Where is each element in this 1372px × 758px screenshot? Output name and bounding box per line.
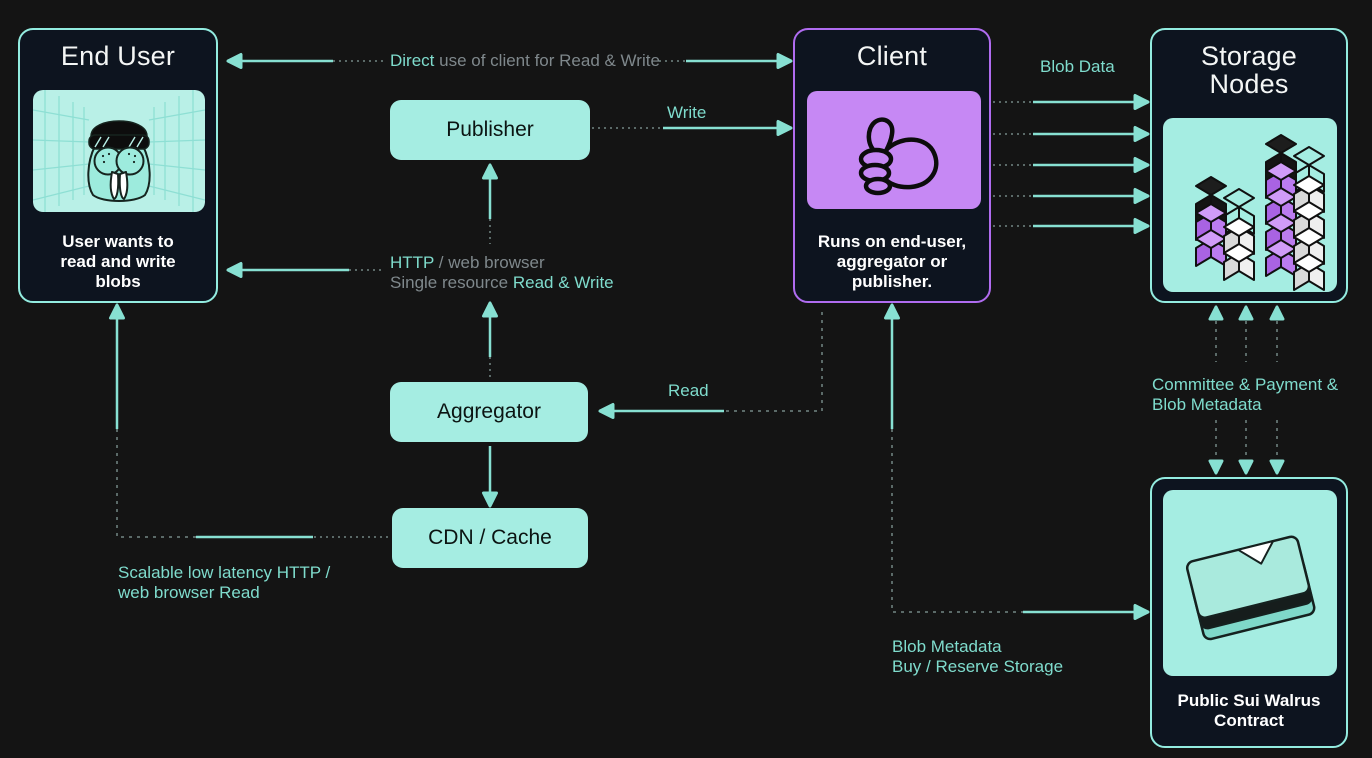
label-scalable-line2: web browser Read [118, 583, 260, 602]
publisher-label: Publisher [446, 118, 534, 141]
edge-write [592, 120, 793, 136]
sui-contract-caption: Public Sui Walrus Contract [1177, 691, 1321, 731]
label-http-browser: HTTP / web browser [390, 253, 545, 273]
label-single-resource-prefix: Single resource [390, 273, 513, 292]
node-storage-nodes: Storage Nodes [1150, 28, 1348, 303]
label-scalable-read: Scalable low latency HTTP / web browser … [118, 563, 330, 603]
client-caption: Runs on end-user, aggregator or publishe… [817, 232, 967, 292]
label-scalable-line1: Scalable low latency HTTP / [118, 563, 331, 582]
label-committee-metadata: Committee & Payment & Blob Metadata [1152, 375, 1338, 415]
node-sui-contract: Public Sui Walrus Contract [1150, 477, 1348, 748]
end-user-title: End User [60, 41, 176, 71]
edge-blob-data [993, 94, 1150, 234]
label-direct-use-highlight: Direct [390, 51, 435, 70]
label-direct-use: Direct use of client for Read & Write [390, 51, 660, 71]
storage-nodes-title: Storage Nodes [1201, 41, 1297, 100]
label-read: Read [668, 381, 709, 400]
thumbs-up-illustration [807, 91, 981, 209]
label-committee-line1: Committee & Payment & [1152, 375, 1339, 394]
edge-committee-metadata [1208, 305, 1285, 475]
node-end-user: End User [18, 28, 218, 303]
edge-read [598, 312, 823, 419]
label-direct-use-rest: use of client for Read & Write [434, 51, 660, 70]
label-blob-metadata-buy: Blob Metadata Buy / Reserve Storage [892, 637, 1063, 677]
node-client: Client Runs on end-user, aggregator or p… [793, 28, 991, 303]
cdn-cache-label: CDN / Cache [428, 526, 552, 549]
end-user-caption: User wants to read and write blobs [60, 232, 176, 292]
storage-cubes-illustration [1163, 118, 1337, 292]
walrus-illustration [33, 90, 205, 212]
edge-direct-use [226, 53, 793, 69]
paper-stack-illustration [1163, 490, 1337, 676]
label-http-highlight: HTTP [390, 253, 435, 272]
pill-cdn-cache: CDN / Cache [392, 508, 588, 568]
label-blob-data: Blob Data [1040, 57, 1115, 76]
client-title: Client [856, 41, 928, 71]
label-http-rest: / web browser [434, 253, 545, 272]
label-committee-line2: Blob Metadata [1152, 395, 1262, 414]
aggregator-label: Aggregator [437, 400, 541, 423]
label-single-resource: Single resource Read & Write [390, 273, 614, 293]
label-blob-metadata-line1: Blob Metadata [892, 637, 1002, 656]
label-blob-metadata-line2: Buy / Reserve Storage [892, 657, 1064, 676]
edge-aggregator-up [482, 301, 498, 380]
label-write: Write [667, 103, 707, 122]
label-single-resource-highlight: Read & Write [512, 273, 614, 292]
pill-publisher: Publisher [390, 100, 590, 160]
edge-cdn-to-end-user [109, 303, 388, 539]
pill-aggregator: Aggregator [390, 382, 588, 442]
edge-to-publisher [482, 163, 498, 244]
edge-http-to-end-user [226, 262, 384, 278]
edge-aggregator-to-cdn [482, 446, 498, 508]
edge-client-contract [884, 303, 1150, 620]
